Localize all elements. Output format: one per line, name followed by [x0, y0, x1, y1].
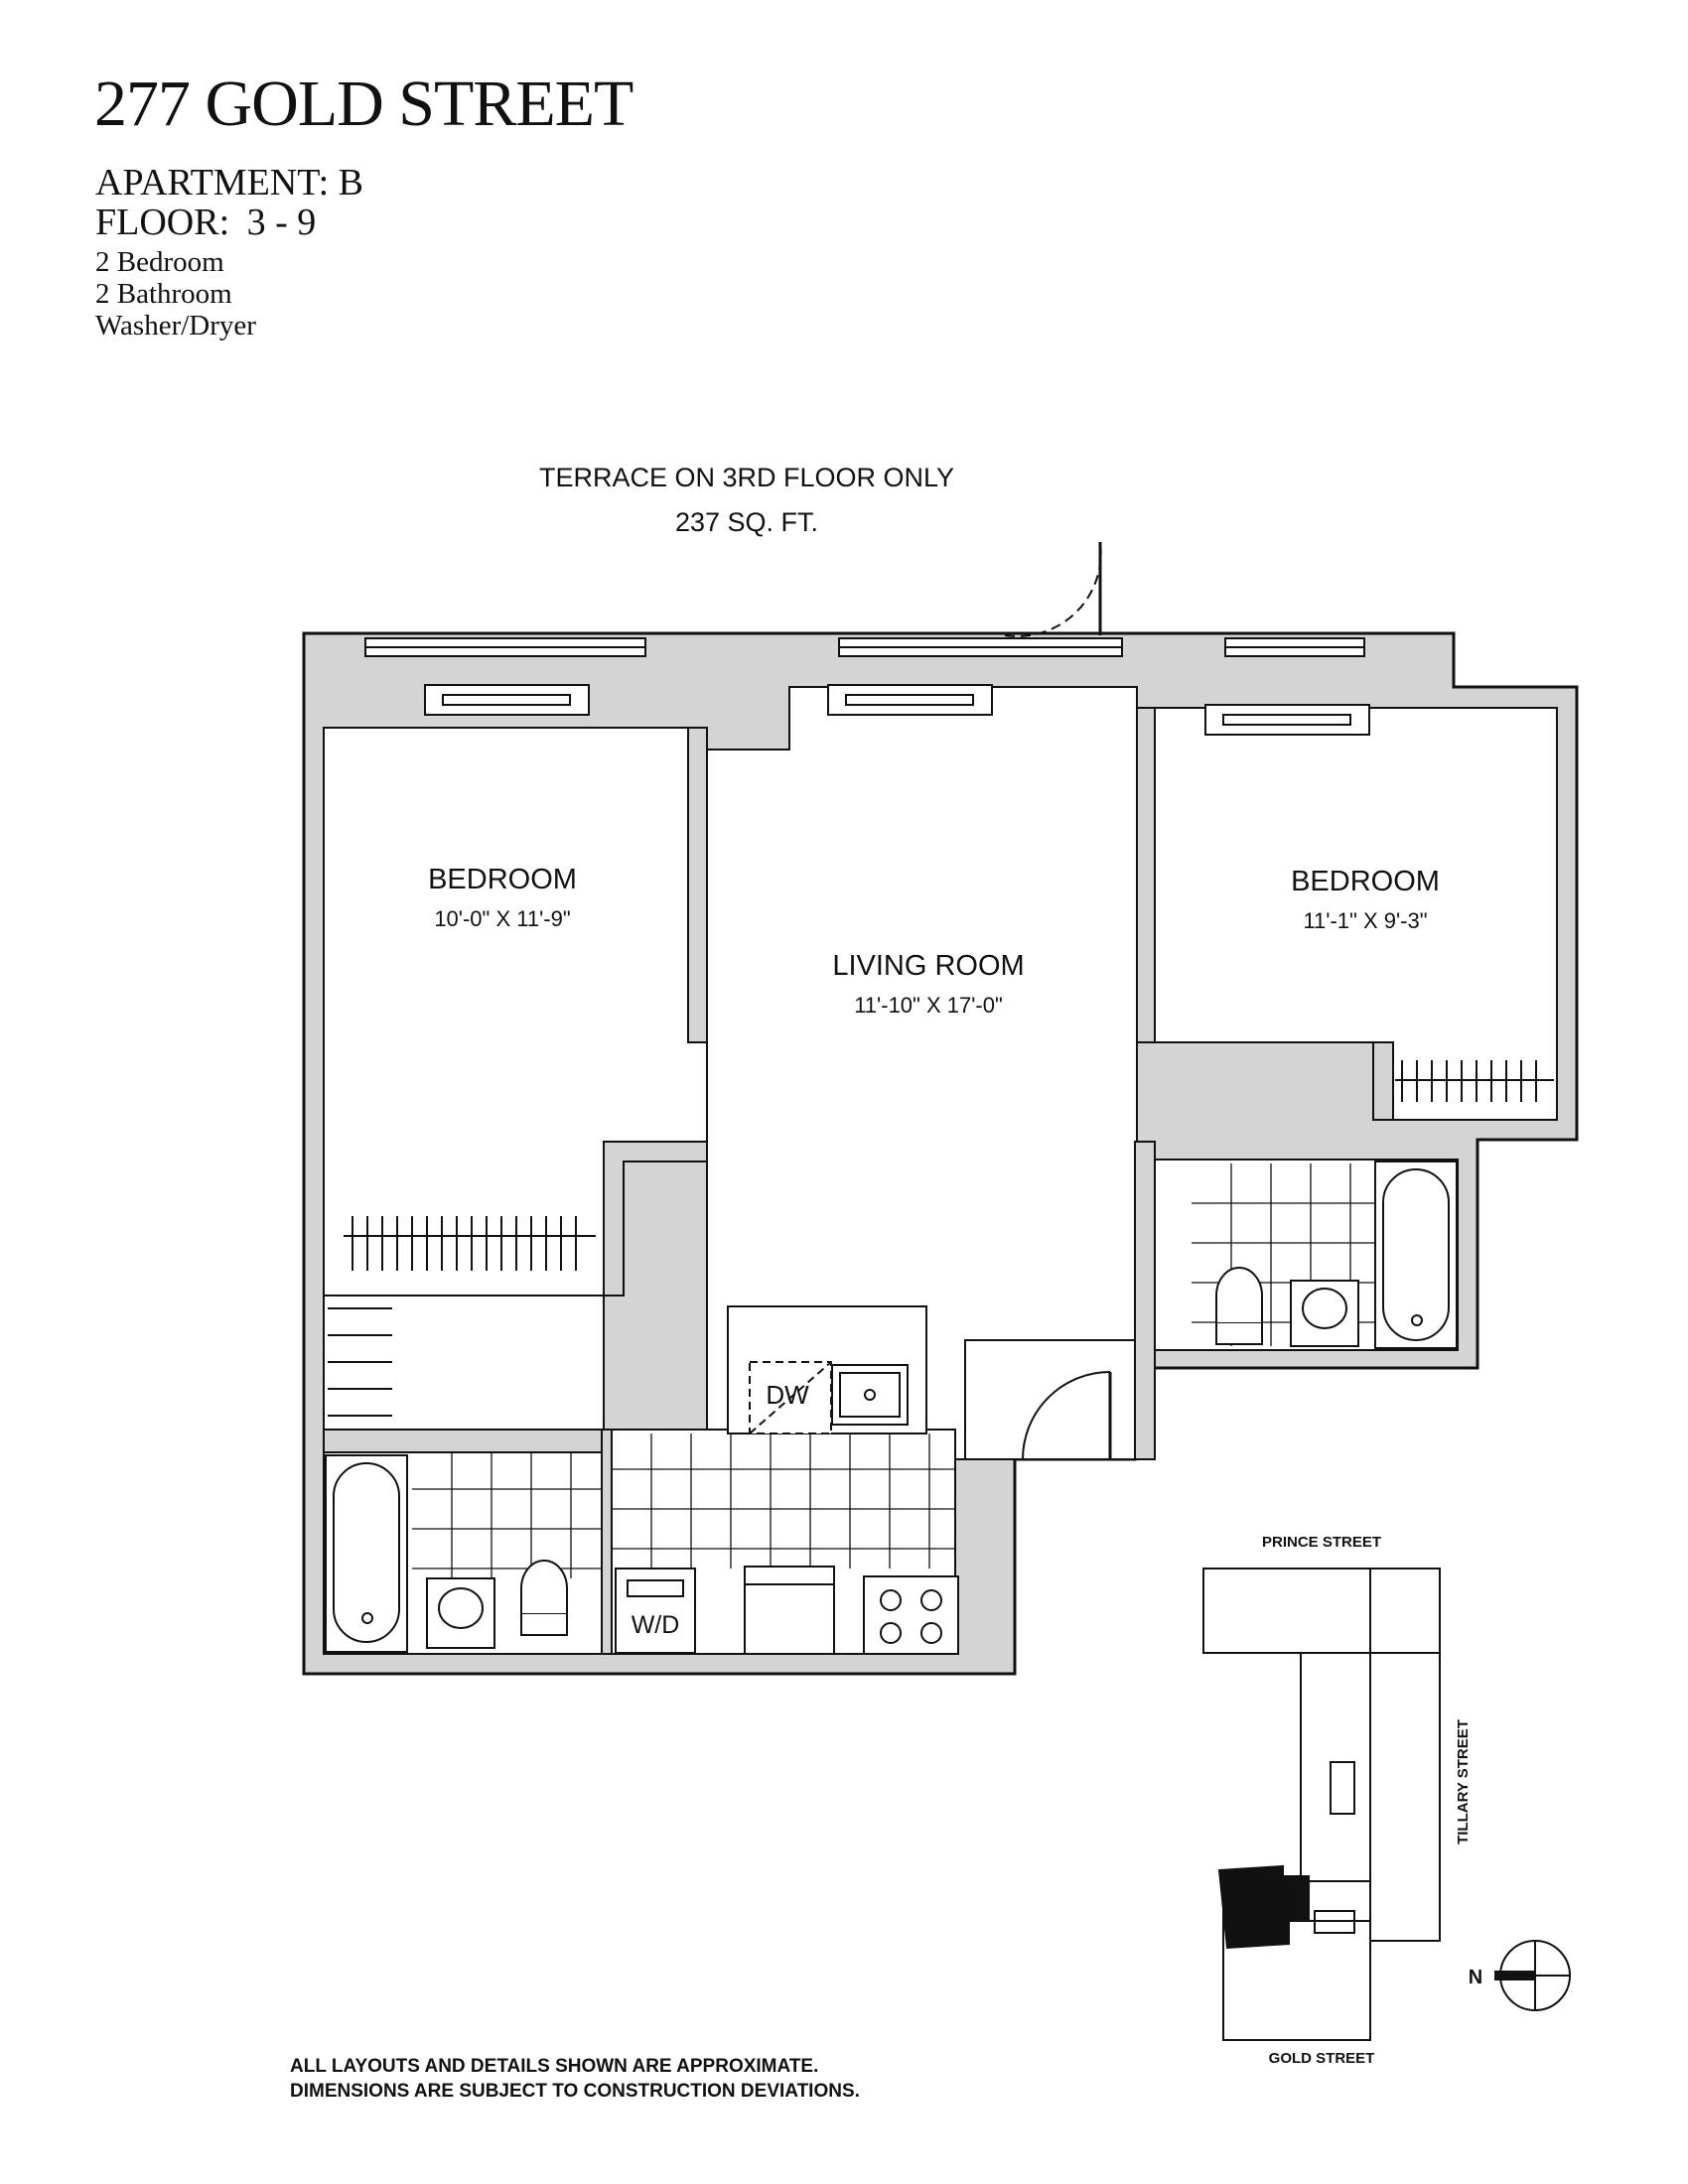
refrigerator — [744, 1566, 835, 1655]
closet-wall-bed1 — [603, 1141, 708, 1297]
closet-rod-bedroom-2 — [1395, 1060, 1554, 1102]
dishwasher-label: DW — [766, 1380, 809, 1410]
toilet-bath-2 — [1215, 1321, 1263, 1345]
disclaimer-line-2: DIMENSIONS ARE SUBJECT TO CONSTRUCTION D… — [290, 2080, 860, 2102]
spec-bedrooms: 2 Bedroom — [95, 246, 224, 278]
apartment-value: B — [338, 162, 363, 204]
bath2-wall — [1134, 1141, 1156, 1460]
room-size-bedroom-1: 10'-0" X 11'-9" — [434, 906, 570, 931]
partition-bed1-living — [687, 727, 708, 1043]
key-plan-core — [1330, 1761, 1355, 1815]
closet-wall-bed2 — [1372, 1041, 1394, 1121]
room-size-bedroom-2: 11'-1" X 9'-3" — [1303, 908, 1427, 933]
hall-interior — [323, 1295, 605, 1445]
floor-value: 3 - 9 — [246, 202, 317, 243]
kitchen-tile-floor — [612, 1433, 955, 1569]
disclaimer-line-1: ALL LAYOUTS AND DETAILS SHOWN ARE APPROX… — [290, 2056, 819, 2077]
range — [863, 1575, 959, 1655]
disclaimer: ALL LAYOUTS AND DETAILS SHOWN ARE APPROX… — [290, 2055, 860, 2104]
hall-shelves — [328, 1307, 392, 1417]
room-name-living-room: LIVING ROOM — [832, 950, 1024, 982]
bath-kitchen-wall — [601, 1429, 613, 1655]
floor-line: FLOOR: 3 - 9 — [95, 204, 316, 241]
hall-bath-wall — [323, 1429, 605, 1453]
spec-bathrooms: 2 Bathroom — [95, 278, 232, 310]
terrace-note: TERRACE ON 3RD FLOOR ONLY — [539, 463, 954, 492]
key-plan-unit-b-highlight — [1217, 1864, 1310, 1950]
north-label: N — [1469, 1967, 1482, 1988]
street-label-tillary: TILLARY STREET — [1455, 1719, 1472, 1844]
key-plan-stair — [1314, 1910, 1355, 1934]
north-arrow — [1494, 1940, 1571, 2011]
washer-dryer-label: W/D — [632, 1611, 680, 1639]
room-size-living-room: 11'-10" X 17'-0" — [854, 993, 1003, 1018]
key-plan-prince-wing — [1202, 1568, 1441, 1654]
key-plan-tillary-wing — [1369, 1568, 1441, 1942]
key-plan-courtyard — [1300, 1652, 1371, 1922]
floor-label: FLOOR: — [95, 202, 230, 243]
entry-door-swing — [1022, 1371, 1111, 1460]
street-label-gold: GOLD STREET — [1269, 2050, 1375, 2067]
closet-rod-bedroom-1 — [344, 1216, 596, 1271]
room-name-bedroom-2: BEDROOM — [1291, 866, 1440, 897]
spec-washer-dryer: Washer/Dryer — [95, 310, 256, 341]
toilet-bath-1 — [520, 1612, 568, 1636]
building-title: 277 GOLD STREET — [94, 68, 633, 140]
room-name-bedroom-1: BEDROOM — [428, 864, 577, 895]
apartment-label: APARTMENT: — [95, 162, 330, 204]
key-plan — [1202, 1568, 1441, 2041]
terrace-area: 237 SQ. FT. — [675, 507, 818, 537]
street-label-prince: PRINCE STREET — [1262, 1534, 1381, 1551]
bath-1-tile-floor — [412, 1452, 602, 1578]
apartment-line: APARTMENT: B — [95, 164, 363, 202]
partition-living-bed2 — [1136, 707, 1156, 1043]
terrace-door-swing — [1004, 541, 1102, 637]
